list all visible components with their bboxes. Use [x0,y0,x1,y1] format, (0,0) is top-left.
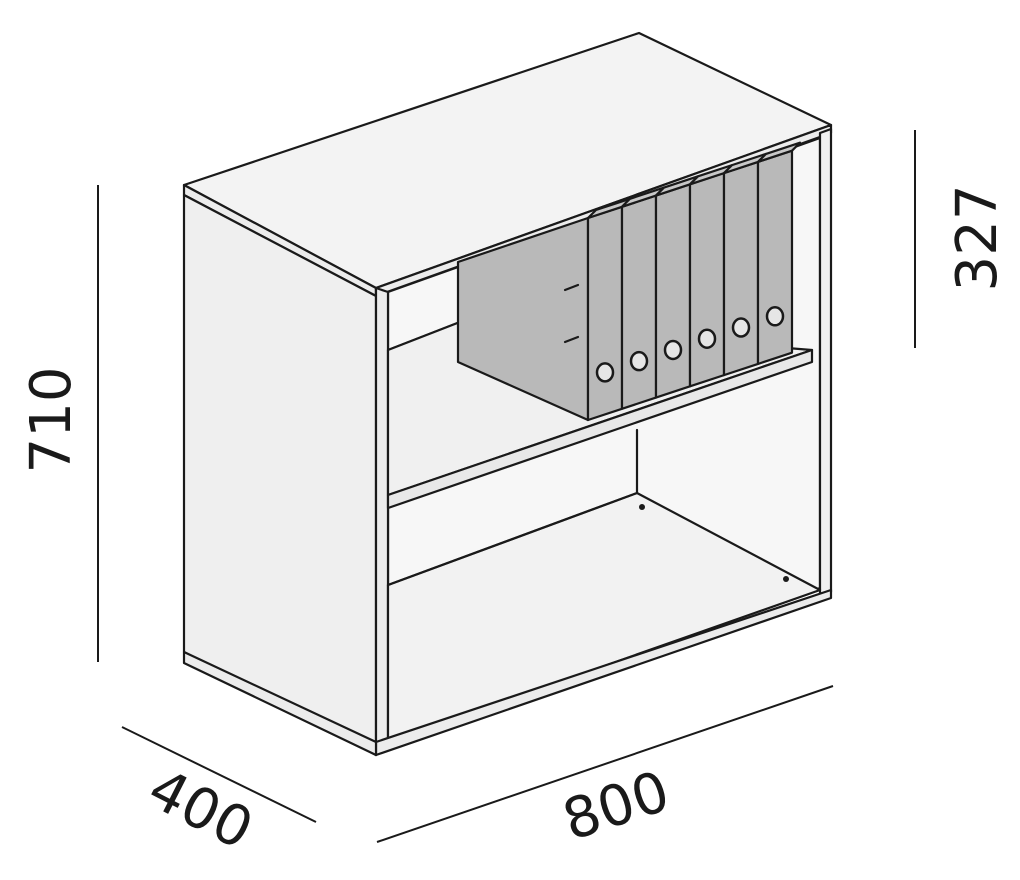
binder-finger-hole [731,317,751,338]
binder-spine [654,183,692,399]
cabinet-right-side [818,127,833,598]
cabinet-shelf-front [386,348,814,510]
shelf-pin-hole-front [783,576,789,582]
dim-line-width [376,685,834,843]
binder-finger-hole [629,350,649,372]
binder-finger-hole [663,339,683,361]
binder-finger-hole [595,362,615,383]
binder-side-slot-2 [563,335,580,344]
binder-spine [586,205,624,422]
dim-line-depth [121,726,317,823]
dim-label-height-upper: 327 [945,185,1010,292]
dim-label-height-total: 710 [19,367,84,474]
dim-label-width: 800 [555,759,677,854]
binder-finger-hole [765,306,785,327]
bottom-panel-back-edge [386,491,639,587]
dim-label-depth: 400 [138,756,263,862]
cabinet-left-bottom-edge [182,650,378,757]
binders-group [456,141,802,422]
shelf-pin-hole-back [639,504,645,510]
binder-spine [688,172,726,388]
cabinet-left-front-edge [374,286,390,757]
binder-top [756,141,802,163]
binder-finger-hole [697,328,717,349]
binder-spine [620,194,658,410]
binder-side-slot-1 [563,283,580,292]
binder-spine [722,160,760,377]
binder-spine [756,149,794,365]
